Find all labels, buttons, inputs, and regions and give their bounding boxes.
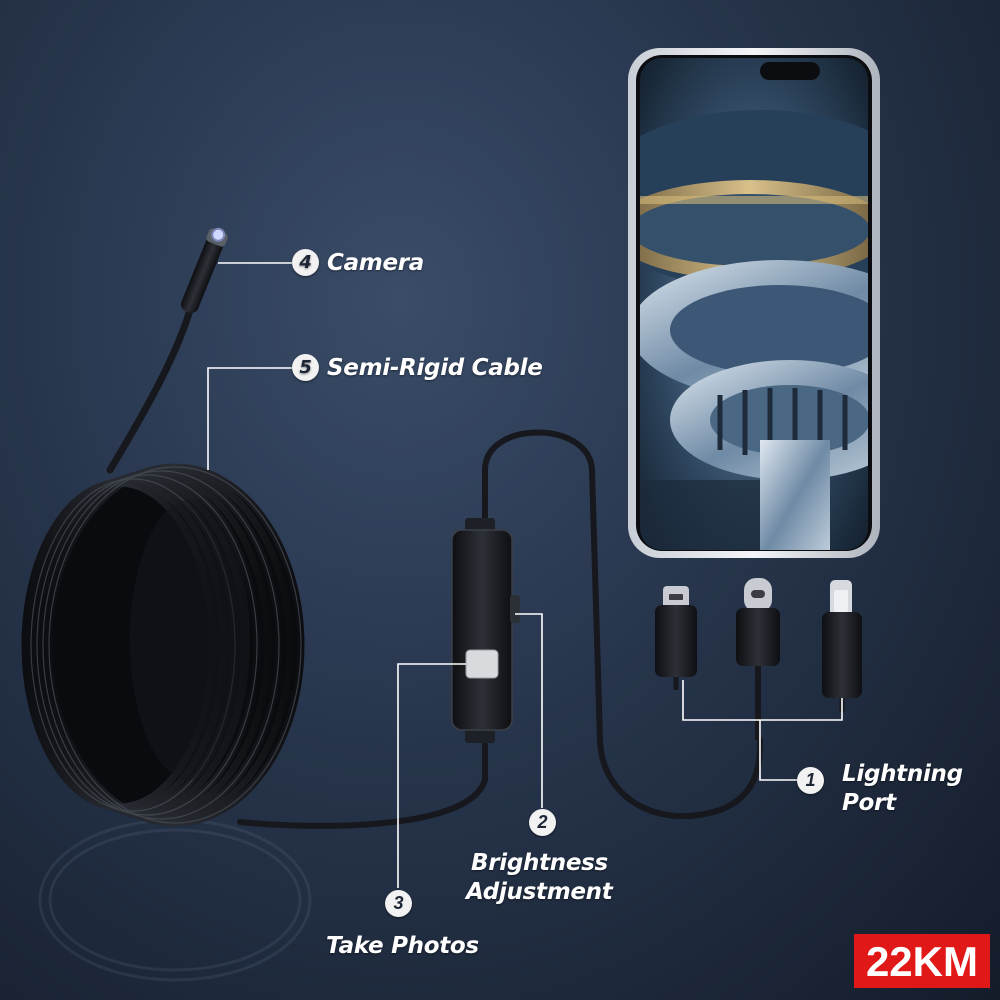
camera-head bbox=[180, 227, 228, 313]
usb-c-adapter bbox=[736, 578, 780, 740]
floor-reflection bbox=[38, 818, 312, 982]
phone-screen-gears-icon bbox=[640, 58, 868, 550]
micro-usb-adapter bbox=[655, 586, 697, 690]
smartphone bbox=[628, 48, 880, 558]
callout-lightning-label: Lightning Port bbox=[842, 760, 963, 818]
callout-cable-label: Semi-Rigid Cable bbox=[327, 354, 543, 381]
leader-lines bbox=[207, 262, 843, 888]
callout-number-1: 1 bbox=[797, 767, 824, 794]
callout-brightness-line2: Adjustment bbox=[466, 879, 613, 905]
control-module bbox=[451, 518, 520, 743]
lightning-adapter bbox=[822, 580, 862, 712]
callout-cable: 5 Semi-Rigid Cable bbox=[292, 354, 543, 381]
callout-brightness-label: Brightness Adjustment bbox=[466, 849, 613, 907]
callout-number-4: 4 bbox=[292, 249, 319, 276]
loop-cable bbox=[482, 429, 763, 820]
photo-button bbox=[465, 649, 499, 679]
camera-lens-icon bbox=[211, 227, 226, 242]
callout-lightning-line2: Port bbox=[842, 790, 896, 816]
coiled-cable bbox=[21, 463, 305, 827]
rising-cable bbox=[106, 306, 194, 474]
callout-camera-label: Camera bbox=[327, 249, 425, 276]
callout-camera: 4 Camera bbox=[292, 249, 424, 276]
brand-badge: 22KM bbox=[853, 934, 990, 988]
brightness-wheel bbox=[510, 595, 520, 623]
lower-cable bbox=[237, 742, 488, 829]
phone-notch bbox=[760, 62, 820, 80]
callout-number-3: 3 bbox=[385, 890, 412, 917]
callout-lightning-line1: Lightning bbox=[842, 761, 963, 787]
callout-number-5: 5 bbox=[292, 354, 319, 381]
callout-photos-label: Take Photos bbox=[326, 933, 479, 959]
callout-number-2: 2 bbox=[529, 809, 556, 836]
callout-brightness-line1: Brightness bbox=[471, 850, 608, 876]
